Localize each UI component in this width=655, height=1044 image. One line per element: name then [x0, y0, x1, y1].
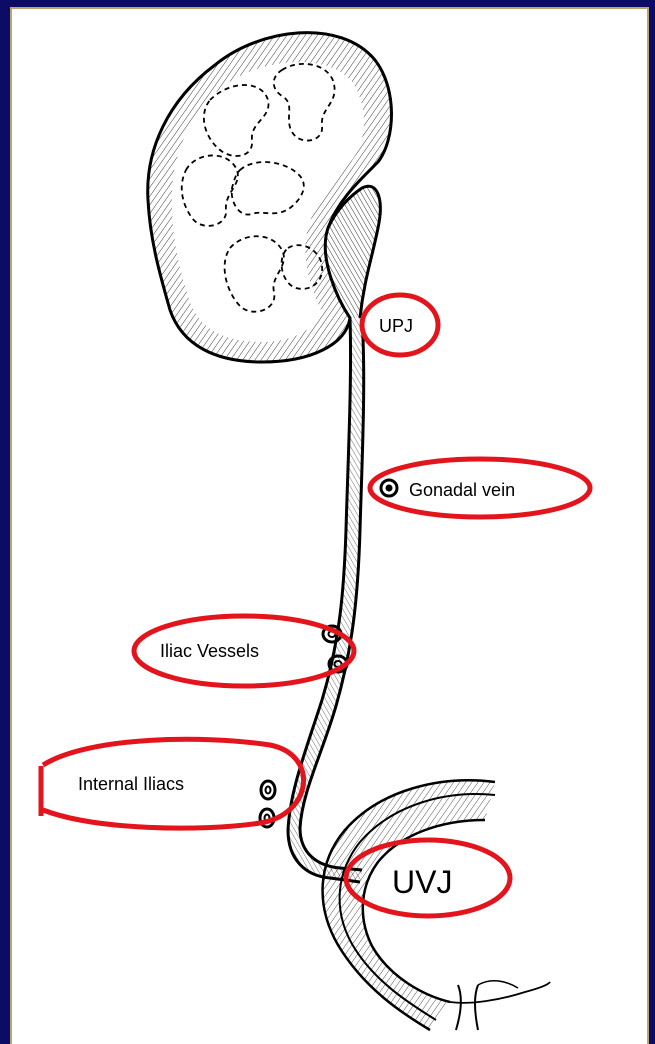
label-iliac-vessels: Iliac Vessels	[160, 641, 259, 661]
label-upj: UPJ	[379, 316, 413, 336]
label-internal-iliacs: Internal Iliacs	[78, 774, 184, 794]
highlight-group	[41, 295, 590, 916]
label-uvj: UVJ	[392, 864, 452, 900]
gonadal-vein-section	[381, 480, 397, 496]
bladder	[323, 780, 550, 1030]
kidney	[148, 33, 392, 362]
label-gonadal-vein: Gonadal vein	[409, 480, 515, 500]
